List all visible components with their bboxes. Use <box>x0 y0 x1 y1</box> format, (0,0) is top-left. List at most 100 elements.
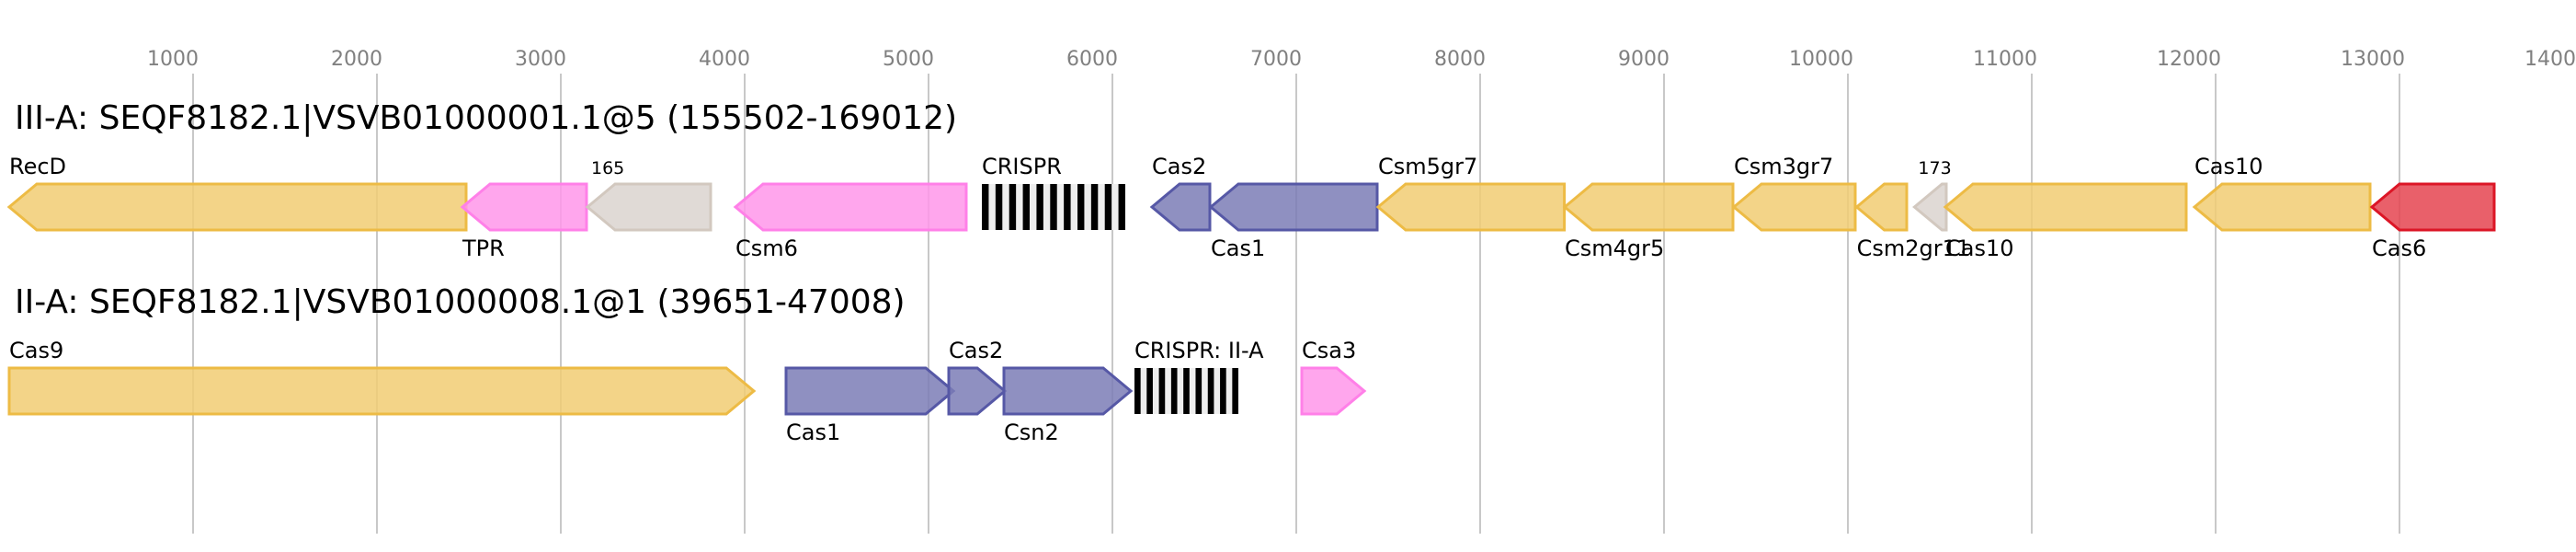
tick-label: 4000 <box>699 48 750 71</box>
feature-label: Csm3gr7 <box>1734 154 1833 179</box>
crispr-repeat <box>1022 184 1030 230</box>
tick-label: 8000 <box>1434 48 1486 71</box>
crispr-repeat <box>1104 184 1112 230</box>
tick-label: 2000 <box>331 48 382 71</box>
grid-lines <box>192 74 2400 534</box>
gene-csm4gr5[interactable]: Csm4gr5 <box>1562 182 1735 261</box>
feature-label: Cas6 <box>2372 236 2426 261</box>
feature-label: Csm5gr7 <box>1378 154 1477 179</box>
gene-arrow[interactable] <box>585 182 712 232</box>
track-iii-a: III-A: SEQF8182.1|VSVB01000001.1@5 (1555… <box>6 99 2496 261</box>
gene-cas1[interactable]: Cas1 <box>784 366 956 445</box>
crispr-array[interactable]: CRISPR: II-A <box>1134 338 1264 414</box>
feature-label: 165 <box>591 158 624 178</box>
crispr-repeat <box>1232 368 1238 414</box>
gene-arrow[interactable] <box>1149 182 1212 232</box>
gene-arrow[interactable] <box>1943 182 2188 232</box>
feature-label: CRISPR: II-A <box>1134 338 1264 363</box>
tick-label: 11000 <box>1973 48 2037 71</box>
crispr-repeat <box>1077 184 1085 230</box>
feature-label: TPR <box>462 236 505 261</box>
crispr-repeat <box>1195 368 1203 414</box>
feature-label: Csm2gr11 <box>1857 236 1971 261</box>
gene-csm2gr11[interactable]: Csm2gr11 <box>1854 182 1971 261</box>
gene-cas1[interactable]: Cas1 <box>1208 182 1379 261</box>
gene-arrow[interactable] <box>1731 182 1857 232</box>
crispr-repeat <box>1064 184 1071 230</box>
feature-label: Cas2 <box>1152 154 1206 179</box>
crispr-repeat <box>1183 368 1190 414</box>
gene-arrow[interactable] <box>460 182 588 232</box>
crispr-repeat <box>1207 368 1214 414</box>
feature-label: 173 <box>1918 158 1951 178</box>
feature-label: CRISPR <box>982 154 1062 179</box>
gene-173[interactable]: 173 <box>1912 158 1952 232</box>
tick-label: 7000 <box>1250 48 1302 71</box>
crispr-array[interactable]: CRISPR <box>982 154 1125 230</box>
feature-label: Csm4gr5 <box>1565 236 1664 261</box>
gene-cas2[interactable]: Cas2 <box>947 338 1008 416</box>
gene-165[interactable]: 165 <box>585 158 712 232</box>
gene-arrow[interactable] <box>1854 182 1909 232</box>
gene-cas10[interactable]: Cas10 <box>2192 154 2372 232</box>
crispr-repeat <box>1050 184 1057 230</box>
gene-arrow[interactable] <box>1208 182 1379 232</box>
gene-arrow[interactable] <box>6 182 468 232</box>
feature-label: Cas9 <box>9 338 63 363</box>
crispr-repeat <box>1158 368 1166 414</box>
gene-cas10[interactable]: Cas10 <box>1943 182 2188 261</box>
tick-label: 12000 <box>2157 48 2221 71</box>
track-ii-a: II-A: SEQF8182.1|VSVB01000008.1@1 (39651… <box>7 283 1367 445</box>
gene-arrow[interactable] <box>2192 182 2372 232</box>
gene-arrow[interactable] <box>1912 182 1948 232</box>
crispr-repeat <box>982 184 989 230</box>
gene-arrow[interactable] <box>1300 366 1367 416</box>
gene-tpr[interactable]: TPR <box>460 182 588 261</box>
tick-label: 10000 <box>1789 48 1853 71</box>
feature-label: Cas1 <box>786 420 840 445</box>
track-title: II-A: SEQF8182.1|VSVB01000008.1@1 (39651… <box>15 283 906 321</box>
crispr-repeat <box>995 184 1003 230</box>
feature-label: Csa3 <box>1302 338 1356 363</box>
gene-csn2[interactable]: Csn2 <box>1002 366 1134 445</box>
gene-arrow[interactable] <box>1002 366 1134 416</box>
tick-label: 14000 <box>2525 48 2576 71</box>
crispr-repeat <box>1220 368 1226 414</box>
crispr-repeat <box>1118 184 1125 230</box>
gene-recd[interactable]: RecD <box>6 154 468 232</box>
gene-arrow[interactable] <box>2369 182 2496 232</box>
gene-csm3gr7[interactable]: Csm3gr7 <box>1731 154 1857 232</box>
feature-label: Cas10 <box>1945 236 2014 261</box>
gene-arrow[interactable] <box>1562 182 1735 232</box>
gene-csm5gr7[interactable]: Csm5gr7 <box>1375 154 1567 232</box>
gene-cas9[interactable]: Cas9 <box>7 338 757 416</box>
crispr-repeat <box>1146 368 1153 414</box>
gene-csa3[interactable]: Csa3 <box>1300 338 1367 416</box>
feature-label: Cas2 <box>949 338 1003 363</box>
feature-label: RecD <box>9 154 66 179</box>
crispr-repeat <box>1134 368 1141 414</box>
gene-arrow[interactable] <box>733 182 968 232</box>
gene-cas6[interactable]: Cas6 <box>2369 182 2496 261</box>
tick-label: 9000 <box>1618 48 1670 71</box>
gene-cas2[interactable]: Cas2 <box>1149 154 1212 232</box>
gene-arrow[interactable] <box>947 366 1008 416</box>
gene-arrow[interactable] <box>1375 182 1567 232</box>
tick-label: 6000 <box>1066 48 1118 71</box>
feature-label: Csm6 <box>735 236 798 261</box>
crispr-repeat <box>1036 184 1043 230</box>
feature-label: Csn2 <box>1004 420 1059 445</box>
gene-csm6[interactable]: Csm6 <box>733 182 968 261</box>
track-title: III-A: SEQF8182.1|VSVB01000001.1@5 (1555… <box>15 99 957 137</box>
tick-label: 3000 <box>515 48 566 71</box>
crispr-repeat <box>1090 184 1099 230</box>
tick-label: 13000 <box>2341 48 2405 71</box>
gene-arrow[interactable] <box>7 366 757 416</box>
crispr-repeat <box>1170 368 1178 414</box>
feature-label: Cas1 <box>1211 236 1265 261</box>
gene-arrow[interactable] <box>784 366 956 416</box>
